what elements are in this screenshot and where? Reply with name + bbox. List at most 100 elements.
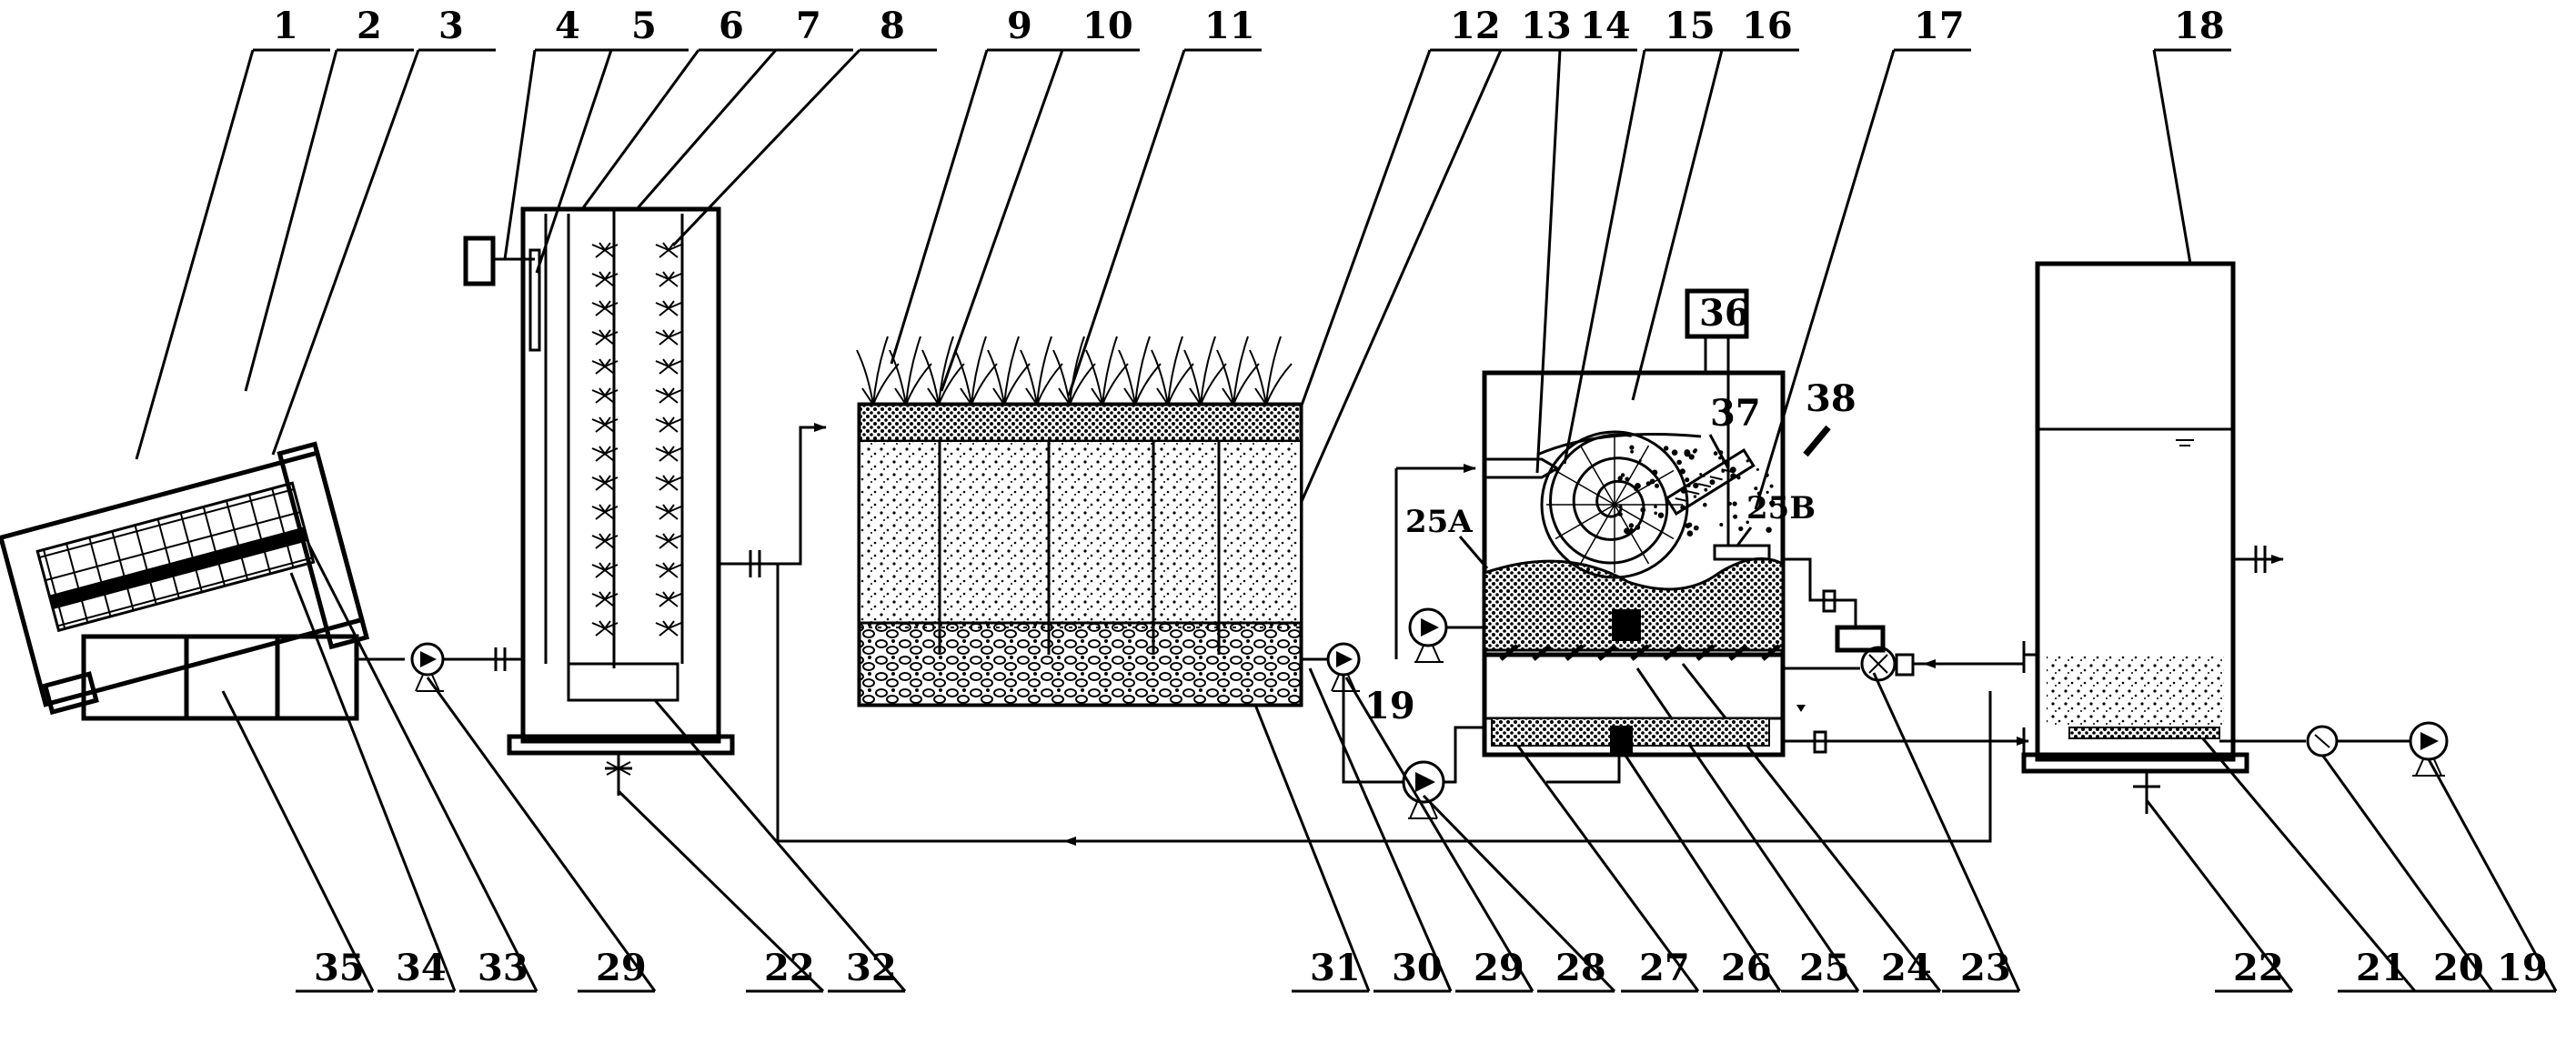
leader-line-top: [1754, 49, 1896, 510]
root-tuft: [591, 271, 619, 287]
callout-label-bottom: 29: [596, 947, 647, 989]
callout-label-bottom: 22: [764, 947, 815, 989]
callout-label-top: 6: [719, 5, 744, 47]
leader-line-bottom: [653, 699, 907, 992]
leader-line-top: [244, 49, 338, 392]
callout-label-top: 2: [357, 5, 382, 47]
callout-label-top: 3: [438, 5, 464, 47]
callout-label-top: 12: [1450, 5, 1501, 47]
leader-line-top: [1535, 49, 1562, 474]
root-tuft: [655, 591, 682, 607]
root-tuft: [591, 475, 619, 491]
root-tuft: [591, 416, 619, 433]
callout-label-top: 14: [1580, 5, 1631, 47]
leader-line-bottom: [2427, 758, 2558, 992]
root-tuft: [591, 533, 619, 549]
root-tuft: [591, 329, 619, 346]
reed-plant: [1183, 336, 1227, 406]
callout-label-bottom: 27: [1639, 947, 1690, 989]
root-tuft: [591, 300, 619, 316]
root-tuft: [591, 387, 619, 404]
sensor-label-25b: 25B: [1746, 490, 1816, 526]
plant-icon: [591, 242, 682, 637]
leader-line-bottom: [1617, 745, 1782, 992]
root-tuft: [591, 242, 619, 258]
reed-plant: [1118, 336, 1162, 406]
reed-plant: [1085, 336, 1129, 406]
leader-line-top: [271, 49, 420, 456]
leader-line-top: [1067, 49, 1186, 396]
controller-label: 36: [1699, 292, 1750, 335]
callout-label-bottom: 19: [2497, 947, 2548, 989]
leader-line-bottom: [1681, 663, 1942, 992]
root-tuft: [591, 591, 619, 607]
leader-line-top: [1285, 49, 1432, 446]
callout-label-bottom: 22: [2233, 947, 2284, 989]
root-tuft: [655, 242, 682, 258]
pump-label-19: 19: [1364, 685, 1415, 727]
leader-line-top: [890, 49, 989, 365]
leader-line-bottom: [2145, 799, 2294, 992]
tilted-screen-unit: [0, 441, 370, 721]
root-tuft: [655, 329, 682, 346]
callout-label-top: 18: [2174, 5, 2225, 47]
reed-plant: [1151, 336, 1194, 406]
leader-line-bottom: [298, 526, 538, 992]
callout-label-bottom: 25: [1799, 947, 1850, 989]
leader-line-top: [580, 49, 700, 210]
root-tuft: [655, 533, 682, 549]
callout-label-bottom: 21: [2356, 947, 2407, 989]
callout-label-bottom: 29: [1474, 947, 1524, 989]
callout-label-top: 5: [631, 5, 657, 47]
leader-line-top: [503, 49, 537, 260]
callout-label-top: 1: [273, 5, 298, 47]
leader-line-bottom: [1253, 704, 1371, 992]
callout-label-top: 17: [1914, 5, 1965, 47]
vertical-column-unit: [463, 206, 827, 796]
sensor-label-25a: 25A: [1405, 504, 1473, 540]
leader-line-bottom: [1422, 794, 1616, 993]
callout-label-bottom: 32: [846, 947, 897, 989]
callout-label-top: 7: [796, 5, 821, 47]
callout-label-bottom: 34: [396, 947, 447, 989]
callout-label-bottom: 23: [1960, 947, 2011, 989]
leader-line-top: [1294, 49, 1503, 515]
reed-plant: [921, 336, 965, 406]
root-tuft: [591, 504, 619, 520]
leader-line-bottom: [289, 572, 457, 992]
leader-line-bottom: [1344, 677, 1535, 992]
leader-line-top: [940, 49, 1064, 392]
root-tuft: [655, 300, 682, 316]
callout-label-bottom: 24: [1881, 947, 1932, 989]
leader-line-bottom: [1872, 672, 2021, 992]
root-tuft: [655, 271, 682, 287]
leader-line-top: [2152, 49, 2192, 265]
root-tuft: [655, 358, 682, 375]
leader-line-top: [135, 49, 255, 460]
root-tuft: [655, 416, 682, 433]
root-tuft: [591, 562, 619, 578]
callout-label-bottom: 28: [1555, 947, 1606, 989]
callout-label-top: 11: [1204, 5, 1255, 47]
pipe-screen-to-column: [357, 642, 523, 692]
root-tuft: [591, 358, 619, 375]
leader-line-bottom: [1308, 667, 1453, 992]
leader-line-bottom: [426, 677, 657, 992]
leader-line-top: [671, 48, 861, 247]
leader-line-top: [635, 49, 778, 210]
probe-label-38: 38: [1806, 377, 1857, 420]
settling-tank-unit: [776, 261, 2449, 846]
flowmeter-icon: [1860, 646, 1897, 682]
callout-label-bottom: 20: [2433, 947, 2484, 989]
reed-plant: [987, 336, 1031, 406]
reed-plant: [856, 336, 900, 406]
spiral-reactor-unit: 36: [1342, 288, 2029, 819]
reed-plant: [1216, 336, 1260, 406]
callout-label-top: 8: [880, 5, 905, 47]
leader-line-bottom: [1513, 740, 1700, 992]
feeder-label-37: 37: [1710, 392, 1761, 435]
reed-plant: [1249, 336, 1293, 406]
